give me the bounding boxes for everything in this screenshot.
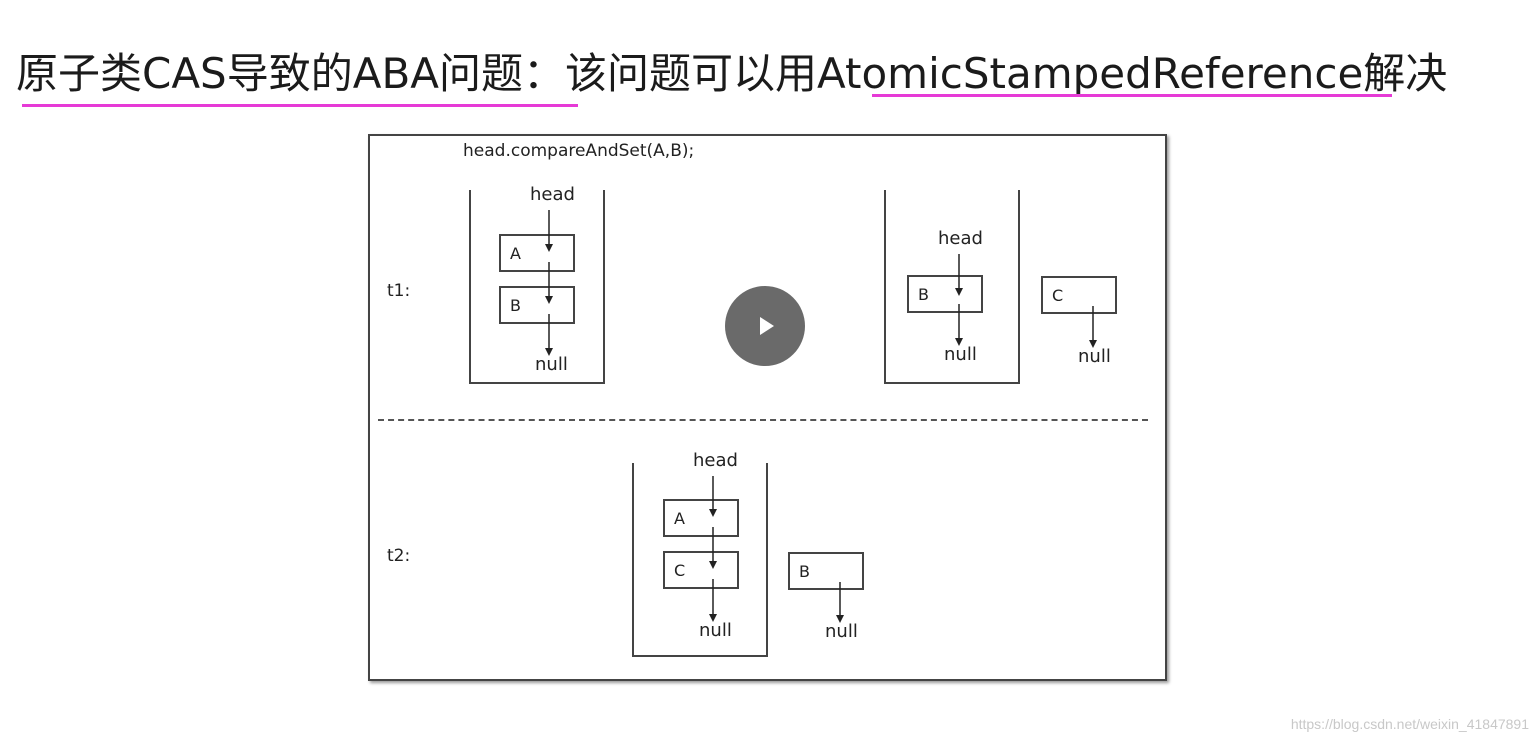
t2-stack <box>632 463 768 657</box>
timeline-divider <box>378 419 1148 421</box>
t1-left-stack <box>469 190 605 384</box>
t1-right-stack <box>884 190 1020 384</box>
t1-right-node-b: B <box>907 275 983 313</box>
title-underline-right <box>872 94 1392 97</box>
t1-left-head: head <box>530 184 575 205</box>
aba-diagram: head.compareAndSet(A,B); t1: head A B nu… <box>368 134 1167 681</box>
t2-node-a: A <box>663 499 739 537</box>
t2-node-c: C <box>663 551 739 589</box>
title-part-2: 该问题可以用 <box>565 49 818 98</box>
title-part-1: 原子类CAS导致的ABA问题： <box>16 49 565 98</box>
t2-loose-null: null <box>825 621 858 642</box>
title-underline-left <box>22 104 578 107</box>
t1-left-null: null <box>535 354 568 375</box>
cas-code-label: head.compareAndSet(A,B); <box>463 141 695 161</box>
t2-loose-node-b: B <box>788 552 864 590</box>
title-part-4: 解决 <box>1363 49 1448 98</box>
video-play-button[interactable] <box>725 286 805 366</box>
t1-right-null: null <box>944 344 977 365</box>
title-part-3: AtomicStampedReference <box>817 49 1364 98</box>
t1-loose-null: null <box>1078 346 1111 367</box>
play-icon <box>760 317 774 335</box>
t1-right-head: head <box>938 228 983 249</box>
slide-title: 原子类CAS导致的ABA问题：该问题可以用AtomicStampedRefere… <box>16 44 1447 104</box>
watermark: https://blog.csdn.net/weixin_41847891 <box>1290 716 1529 732</box>
pointer-arrows <box>545 210 1097 623</box>
t2-head: head <box>693 450 738 471</box>
t1-label: t1: <box>387 281 411 301</box>
t1-left-node-b: B <box>499 286 575 324</box>
t1-left-node-a: A <box>499 234 575 272</box>
t2-null: null <box>699 620 732 641</box>
t2-label: t2: <box>387 546 411 566</box>
t1-loose-node-c: C <box>1041 276 1117 314</box>
